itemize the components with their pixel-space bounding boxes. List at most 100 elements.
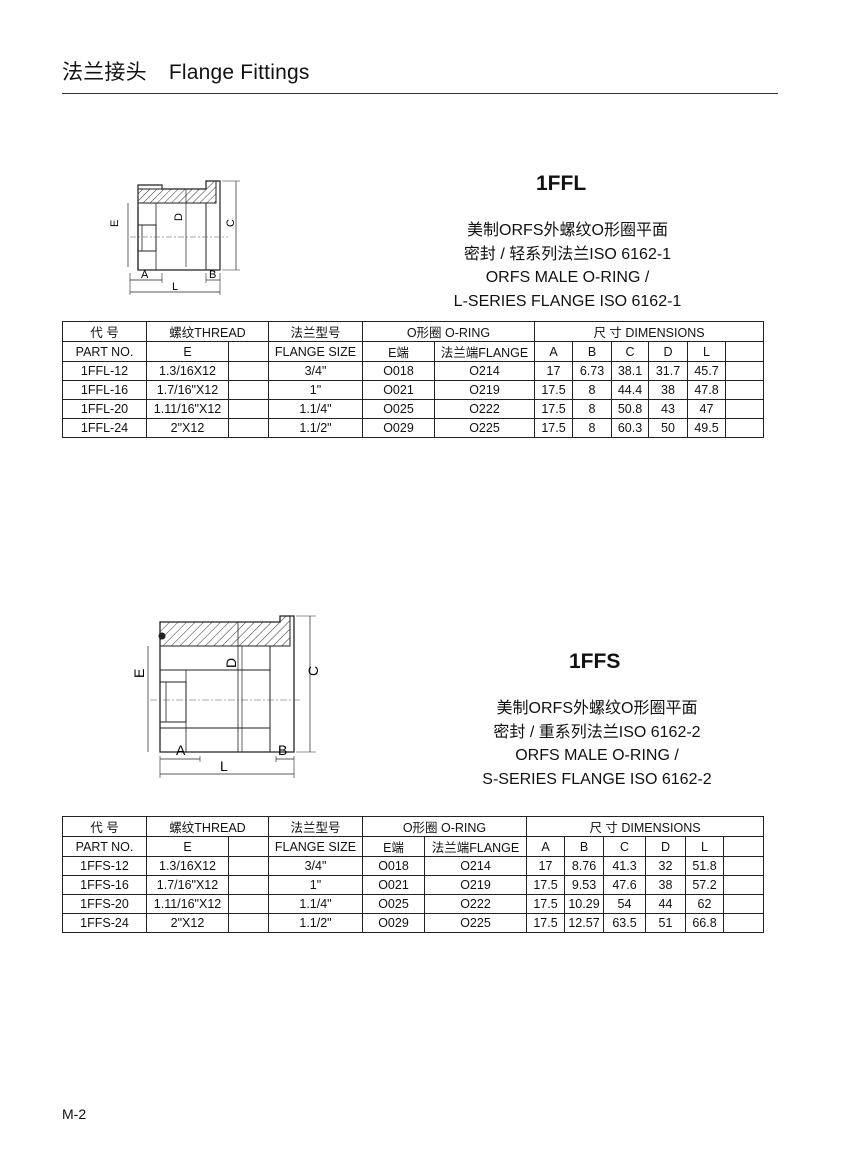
cell-flange: 1" bbox=[268, 875, 363, 895]
desc-line: ORFS MALE O-RING / bbox=[515, 747, 679, 764]
fitting-drawing-1ffl: E D C A B L bbox=[109, 180, 240, 295]
header-e: E bbox=[146, 836, 229, 857]
header-code: 代 号 bbox=[62, 816, 147, 837]
cell-a: 17.5 bbox=[534, 418, 573, 438]
cell-part: 1FFL-24 bbox=[62, 418, 147, 438]
cell-flange: 1.1/4" bbox=[268, 399, 363, 419]
cell-a: 17 bbox=[534, 361, 573, 381]
cell-oring-flange: O214 bbox=[434, 361, 535, 381]
dim-label-c: C bbox=[305, 666, 321, 676]
cell-thread: 2"X12 bbox=[146, 418, 229, 438]
header-thread: 螺纹THREAD bbox=[146, 816, 269, 837]
model-description-1ffs: 美制ORFS外螺纹O形圈平面 密封 / 重系列法兰ISO 6162-2 ORFS… bbox=[462, 697, 732, 791]
cell-c: 38.1 bbox=[611, 361, 649, 381]
cell-d: 50 bbox=[648, 418, 688, 438]
cell-oring-e: O025 bbox=[362, 894, 425, 914]
cell-d: 51 bbox=[645, 913, 686, 933]
table-row: 1FFS-16 1.7/16"X12 1" O021 O219 17.5 9.5… bbox=[62, 875, 764, 895]
cell-c: 50.8 bbox=[611, 399, 649, 419]
cell-oring-e: O018 bbox=[362, 856, 425, 876]
cell-d: 38 bbox=[648, 380, 688, 400]
header-thread: 螺纹THREAD bbox=[146, 321, 269, 342]
cell-part: 1FFS-16 bbox=[62, 875, 147, 895]
header-l: L bbox=[687, 341, 726, 362]
header-rule bbox=[62, 93, 778, 94]
table-row: 1FFL-20 1.11/16"X12 1.1/4" O025 O222 17.… bbox=[62, 399, 764, 419]
cell-oring-e: O029 bbox=[362, 913, 425, 933]
cell-l: 45.7 bbox=[687, 361, 726, 381]
dim-label-d: D bbox=[173, 213, 185, 221]
fitting-drawing-1ffs: E D C A B L bbox=[131, 615, 321, 778]
header-d: D bbox=[645, 836, 686, 857]
header-part-no: PART NO. bbox=[62, 341, 147, 362]
cell-c: 60.3 bbox=[611, 418, 649, 438]
header-c: C bbox=[603, 836, 646, 857]
dim-label-a: A bbox=[141, 269, 149, 281]
table-row: 1FFL-24 2"X12 1.1/2" O029 O225 17.5 8 60… bbox=[62, 418, 764, 438]
cell-l: 62 bbox=[685, 894, 724, 914]
cell-flange: 3/4" bbox=[268, 361, 363, 381]
cell-flange: 1.1/4" bbox=[268, 894, 363, 914]
header-dimensions: 尺 寸 DIMENSIONS bbox=[526, 816, 764, 837]
header-e-end: E端 bbox=[362, 836, 425, 857]
cell-a: 17 bbox=[526, 856, 565, 876]
cell-d: 44 bbox=[645, 894, 686, 914]
dim-label-c: C bbox=[225, 219, 237, 227]
cell-d: 43 bbox=[648, 399, 688, 419]
model-title-1ffl: 1FFL bbox=[536, 172, 587, 195]
cell-part: 1FFL-12 bbox=[62, 361, 147, 381]
cell-oring-e: O029 bbox=[362, 418, 435, 438]
cell-part: 1FFS-24 bbox=[62, 913, 147, 933]
cell-l: 47 bbox=[687, 399, 726, 419]
cell-oring-flange: O225 bbox=[434, 418, 535, 438]
header-a: A bbox=[526, 836, 565, 857]
page-number: M-2 bbox=[62, 1106, 87, 1122]
dim-label-b: B bbox=[209, 269, 216, 281]
cell-flange: 1.1/2" bbox=[268, 418, 363, 438]
cell-a: 17.5 bbox=[526, 913, 565, 933]
cell-oring-flange: O219 bbox=[434, 380, 535, 400]
header-l: L bbox=[685, 836, 724, 857]
cell-thread: 1.11/16"X12 bbox=[146, 894, 229, 914]
dim-label-e: E bbox=[131, 669, 147, 678]
header-b: B bbox=[564, 836, 604, 857]
table-row: 1FFL-12 1.3/16X12 3/4" O018 O214 17 6.73… bbox=[62, 361, 764, 381]
dim-label-e: E bbox=[109, 220, 121, 227]
dim-label-b: B bbox=[278, 742, 287, 758]
cell-c: 47.6 bbox=[603, 875, 646, 895]
dim-label-a: A bbox=[176, 742, 186, 758]
header-flange-size: FLANGE SIZE bbox=[268, 341, 363, 362]
cell-d: 31.7 bbox=[648, 361, 688, 381]
model-description-1ffl: 美制ORFS外螺纹O形圈平面 密封 / 轻系列法兰ISO 6162-1 ORFS… bbox=[430, 219, 705, 313]
header-flange-size: FLANGE SIZE bbox=[268, 836, 363, 857]
cell-thread: 1.3/16X12 bbox=[146, 856, 229, 876]
desc-line: L-SERIES FLANGE ISO 6162-1 bbox=[453, 292, 682, 310]
table-row: 1FFS-24 2"X12 1.1/2" O029 O225 17.5 12.5… bbox=[62, 913, 764, 933]
cell-oring-flange: O214 bbox=[424, 856, 527, 876]
header-oring: O形圈 O-RING bbox=[362, 816, 527, 837]
cell-oring-flange: O225 bbox=[424, 913, 527, 933]
cell-oring-e: O025 bbox=[362, 399, 435, 419]
header-blank bbox=[725, 341, 764, 362]
header-blank bbox=[723, 836, 764, 857]
cell-l: 47.8 bbox=[687, 380, 726, 400]
cell-thread: 1.7/16"X12 bbox=[146, 875, 229, 895]
cell-b: 12.57 bbox=[564, 913, 604, 933]
cell-a: 17.5 bbox=[526, 875, 565, 895]
cell-l: 51.8 bbox=[685, 856, 724, 876]
dim-label-d: D bbox=[223, 658, 239, 668]
header-code: 代 号 bbox=[62, 321, 147, 342]
header-part-no: PART NO. bbox=[62, 836, 147, 857]
desc-line: ORFS MALE O-RING / bbox=[485, 269, 650, 286]
header-dimensions: 尺 寸 DIMENSIONS bbox=[534, 321, 764, 342]
cell-c: 41.3 bbox=[603, 856, 646, 876]
header-flange: 法兰型号 bbox=[268, 816, 363, 837]
header-flange-end: 法兰端FLANGE bbox=[434, 341, 535, 362]
cell-oring-e: O021 bbox=[362, 380, 435, 400]
cell-part: 1FFL-20 bbox=[62, 399, 147, 419]
cell-part: 1FFS-20 bbox=[62, 894, 147, 914]
cell-a: 17.5 bbox=[526, 894, 565, 914]
cell-d: 32 bbox=[645, 856, 686, 876]
spec-table-1ffs: 代 号 螺纹THREAD 法兰型号 O形圈 O-RING 尺 寸 DIMENSI… bbox=[62, 816, 764, 933]
cell-l: 57.2 bbox=[685, 875, 724, 895]
